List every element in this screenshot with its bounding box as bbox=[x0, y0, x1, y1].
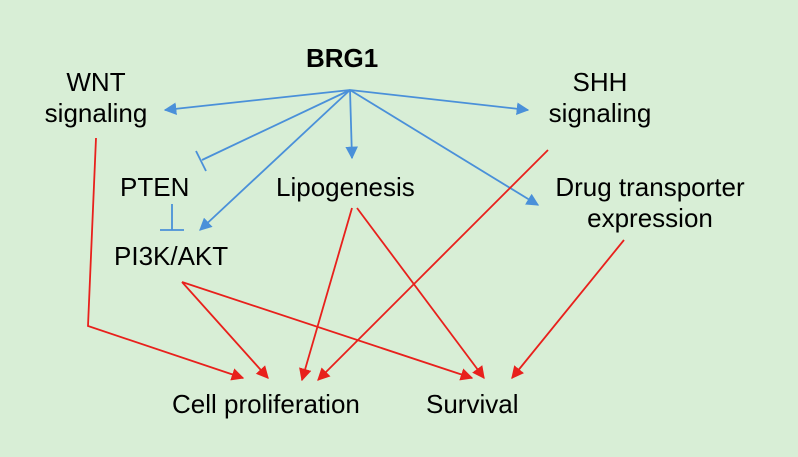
node-shh-line2: signaling bbox=[548, 98, 652, 128]
edge-wnt-to-cell-proliferation bbox=[87, 137, 245, 381]
node-drug-line2: expression bbox=[587, 203, 713, 233]
node-cell-proliferation: Cell proliferation bbox=[172, 389, 360, 419]
edge-brg1-to-lipogenesis bbox=[345, 89, 358, 160]
node-wnt-line1: WNT bbox=[66, 67, 126, 97]
node-drug-transporter-expression: Drug transporter expression bbox=[530, 172, 770, 234]
inhibit-bar-pten bbox=[195, 150, 207, 172]
node-wnt-signaling: WNT signaling bbox=[28, 67, 164, 129]
node-shh-line1: SHH bbox=[572, 67, 628, 97]
node-survival: Survival bbox=[426, 389, 519, 419]
node-brg1: BRG1 bbox=[306, 43, 379, 73]
edge-pi3k-to-cell-proliferation bbox=[181, 281, 269, 379]
edge-brg1-to-wnt bbox=[163, 89, 351, 116]
node-pi3k-akt: PI3K/AKT bbox=[114, 241, 229, 271]
edge-brg1-inhibits-pten bbox=[201, 89, 351, 161]
node-pten: PTEN bbox=[120, 172, 190, 202]
edge-shh-to-cell-proliferation bbox=[317, 149, 549, 381]
node-shh-signaling: SHH signaling bbox=[532, 67, 668, 129]
edge-drug-transporter-to-survival bbox=[511, 239, 625, 379]
node-drug-line1: Drug transporter bbox=[555, 172, 745, 202]
edge-lipogenesis-to-survival bbox=[356, 207, 485, 380]
edge-brg1-to-drug-transporter bbox=[349, 89, 540, 206]
edge-lipogenesis-to-cell-proliferation bbox=[299, 207, 353, 382]
edge-brg1-to-shh bbox=[349, 89, 530, 115]
node-lipogenesis: Lipogenesis bbox=[276, 172, 415, 202]
edge-pi3k-to-survival bbox=[181, 281, 474, 381]
edge-brg1-to-pi3k bbox=[199, 89, 351, 231]
node-wnt-line2: signaling bbox=[44, 98, 148, 128]
